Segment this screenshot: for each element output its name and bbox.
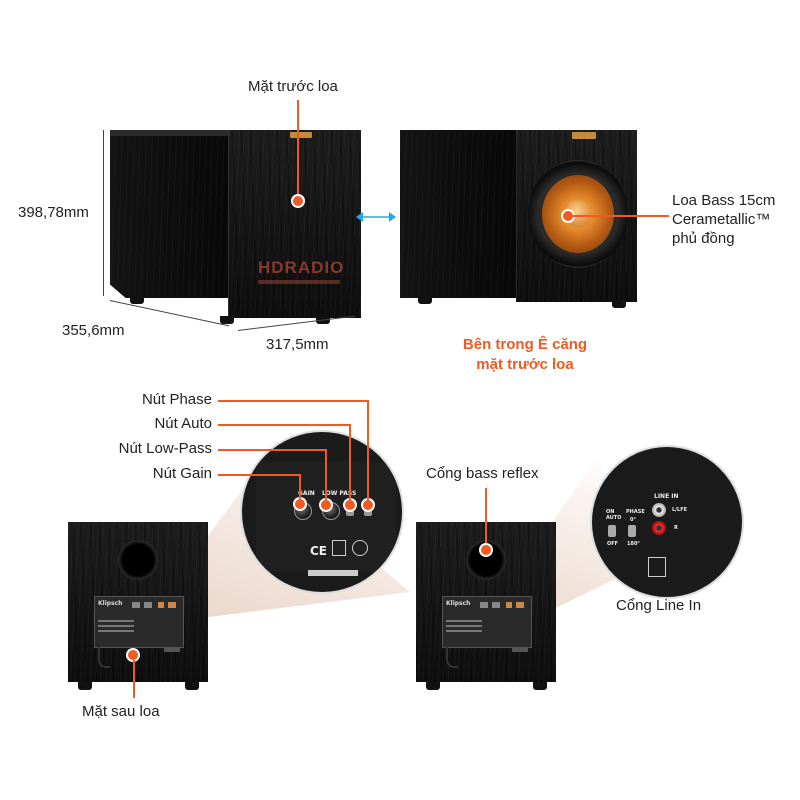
bass-reflex-dot xyxy=(481,545,491,555)
foot xyxy=(533,682,547,690)
rear-brand: Klipsch xyxy=(98,600,123,607)
auto-switch[interactable] xyxy=(346,504,354,516)
auto-switch-zoom[interactable] xyxy=(608,525,616,537)
phase180-text: 180° xyxy=(627,541,640,547)
lowpass-line-v xyxy=(325,449,327,504)
woofer-label-line3: phủ đồng xyxy=(672,230,735,247)
klipsch-badge xyxy=(572,132,596,139)
bass-port xyxy=(118,540,158,580)
rear-badge xyxy=(164,648,180,652)
phase-line xyxy=(218,400,368,402)
cert-box xyxy=(648,557,666,577)
rear-brand: Klipsch xyxy=(446,600,471,607)
gain-label: Nút Gain xyxy=(152,465,212,482)
woofer-label-line2: Cerametallic™ xyxy=(672,211,771,228)
watermark-tagline xyxy=(258,280,340,284)
rear-knobs xyxy=(132,602,176,608)
front-speaker-woofer xyxy=(400,130,640,308)
r-text: R xyxy=(674,525,678,531)
klipsch-badge-front xyxy=(290,132,312,138)
foot xyxy=(130,296,144,304)
phase-label: Nút Phase xyxy=(141,391,212,408)
rca-left-white[interactable] xyxy=(652,503,666,517)
bass-reflex-label: Cổng bass reflex xyxy=(426,465,539,482)
line-in-zoom: ON AUTO OFF PHASE 0° 180° LINE IN L/LFE … xyxy=(590,445,744,599)
cabinet-side xyxy=(110,130,240,298)
rear-label xyxy=(98,620,134,636)
off-text: OFF xyxy=(607,541,619,547)
rear-badge xyxy=(512,648,528,652)
foot xyxy=(418,296,432,304)
rear-face-label: Mặt sau loa xyxy=(82,703,160,720)
foot xyxy=(426,682,440,690)
height-dimension-line xyxy=(103,130,104,296)
rca-right-red[interactable] xyxy=(652,521,666,535)
grille-front xyxy=(228,130,361,318)
callout-line xyxy=(297,100,299,200)
phase-switch-zoom[interactable] xyxy=(628,525,636,537)
height-dimension-label: 398,78mm xyxy=(18,204,89,221)
cert-icon xyxy=(352,540,368,556)
foot xyxy=(78,682,92,690)
foot xyxy=(220,316,234,324)
grille-note-line1: Bên trong Ê căng xyxy=(462,336,588,353)
lowpass-label: Nút Low-Pass xyxy=(118,440,212,457)
line-in-text: LINE IN xyxy=(654,493,679,500)
foot xyxy=(612,300,626,308)
power-cord xyxy=(98,646,110,668)
ce-mark: CE xyxy=(310,544,328,558)
auto-line xyxy=(218,424,350,426)
phase-line-v xyxy=(367,400,369,504)
foot xyxy=(185,682,199,690)
front-face-label: Mặt trước loa xyxy=(248,78,338,95)
label-strip xyxy=(308,570,358,576)
gain-line-v xyxy=(299,474,301,504)
auto-line-v xyxy=(349,424,351,504)
control-panel-zoom: GAIN LOW PASS CE xyxy=(240,430,404,594)
rear-callout-dot xyxy=(128,650,138,660)
lowpass-line xyxy=(218,449,326,451)
rear-speaker-left: Klipsch xyxy=(68,522,208,682)
woofer-label-line1: Loa Bass 15cm xyxy=(672,192,776,209)
cabinet-side xyxy=(400,130,516,298)
phase-switch[interactable] xyxy=(364,504,372,516)
callout-dot xyxy=(293,196,303,206)
grille-note-line2: mặt trước loa xyxy=(476,356,574,373)
front-speaker-grille xyxy=(110,130,361,324)
hdradio-watermark: HDRADIO xyxy=(258,258,345,277)
lowpass-dot xyxy=(321,500,331,510)
phase0-text: 0° xyxy=(630,517,636,523)
power-cord xyxy=(446,646,458,668)
bass-reflex-line xyxy=(485,488,487,548)
auto-label: Nút Auto xyxy=(154,415,212,432)
line-in-label: Cổng Line In xyxy=(616,597,702,614)
rear-callout-line xyxy=(133,660,135,698)
phase-text: PHASE xyxy=(626,509,645,515)
rear-knobs xyxy=(480,602,524,608)
weee-icon xyxy=(332,540,346,556)
phase-dot xyxy=(363,500,373,510)
on-auto-text: ON AUTO xyxy=(606,509,622,521)
width-dimension-label: 317,5mm xyxy=(266,336,329,353)
gain-dot xyxy=(295,499,305,509)
callout-line xyxy=(573,215,669,217)
gain-text: GAIN xyxy=(298,490,315,497)
rear-label xyxy=(446,620,482,636)
double-arrow-icon xyxy=(356,212,396,222)
lowpass-text: LOW PASS xyxy=(322,490,357,497)
lfe-text: L/LFE xyxy=(672,507,688,513)
gain-line xyxy=(218,474,300,476)
depth-dimension-label: 355,6mm xyxy=(62,322,125,339)
woofer-callout-dot xyxy=(563,211,573,221)
auto-dot xyxy=(345,500,355,510)
